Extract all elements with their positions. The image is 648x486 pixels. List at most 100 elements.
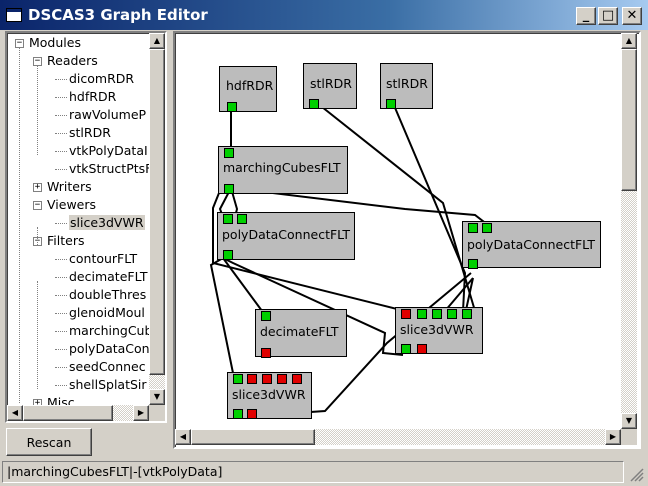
graph-node-sv1[interactable]: slice3dVWR (395, 307, 483, 354)
scroll-up-arrow-icon[interactable]: ▲ (149, 33, 165, 49)
output-port[interactable] (309, 99, 319, 109)
canvas-horizontal-scroll-thumb[interactable] (191, 429, 315, 445)
unconnected-port[interactable] (401, 309, 411, 319)
scroll-left-arrow-icon[interactable]: ◀ (175, 429, 191, 445)
maximize-button[interactable]: □ (598, 7, 618, 25)
graph-node-hdf[interactable]: hdfRDR (219, 66, 277, 112)
tree-item-decimateflt[interactable]: decimateFLT (69, 268, 147, 286)
scroll-down-arrow-icon[interactable]: ▼ (621, 413, 637, 429)
graph-node-mc[interactable]: marchingCubesFLT (218, 146, 348, 194)
graph-node-dec[interactable]: decimateFLT (255, 309, 347, 358)
input-port[interactable] (417, 309, 427, 319)
connection-wire (392, 102, 467, 312)
output-port[interactable] (233, 409, 243, 419)
unconnected-port[interactable] (277, 374, 287, 384)
output-port[interactable] (223, 250, 233, 260)
tree-group-misc[interactable]: Misc (47, 394, 75, 405)
tree-item-contourflt[interactable]: contourFLT (69, 250, 137, 268)
expand-plus-icon[interactable]: + (33, 399, 42, 405)
scroll-left-arrow-icon[interactable]: ◀ (7, 405, 23, 421)
tree-item-seedconnec[interactable]: seedConnec (69, 358, 146, 376)
scroll-right-arrow-icon[interactable]: ▶ (133, 405, 149, 421)
tree-group-filters[interactable]: Filters (47, 232, 84, 250)
output-port[interactable] (401, 344, 411, 354)
scroll-right-arrow-icon[interactable]: ▶ (605, 429, 621, 445)
input-port[interactable] (237, 214, 247, 224)
canvas-vertical-scroll-thumb[interactable] (621, 49, 637, 191)
tree-item-label: shellSplatSir (69, 377, 147, 392)
tree-item-vtkstructptsf[interactable]: vtkStructPtsF (69, 160, 149, 178)
input-port[interactable] (223, 214, 233, 224)
collapse-minus-icon[interactable]: − (33, 200, 42, 210)
tree-group-readers[interactable]: Readers (47, 52, 98, 70)
input-port[interactable] (261, 311, 271, 321)
graph-node-stl1[interactable]: stlRDR (303, 63, 357, 109)
unconnected-port[interactable] (247, 374, 257, 384)
unconnected-port[interactable] (292, 374, 302, 384)
canvas-horizontal-scrollbar[interactable]: ◀ ▶ (175, 429, 621, 445)
tree-item-label: Modules (29, 35, 81, 50)
tree-vertical-scroll-thumb[interactable] (149, 49, 165, 375)
tree-vertical-scrollbar[interactable]: ▲ ▼ (149, 33, 165, 405)
graph-node-stl2[interactable]: stlRDR (380, 63, 433, 109)
input-port[interactable] (447, 309, 457, 319)
tree-horizontal-scrollbar[interactable]: ◀ ▶ (7, 405, 149, 421)
graph-node-pdc1[interactable]: polyDataConnectFLT (217, 212, 355, 260)
tree-group-viewers[interactable]: Viewers (47, 196, 96, 214)
tree-item-label: decimateFLT (69, 269, 148, 284)
title-bar[interactable]: DSCAS3 Graph Editor _ □ ✕ (0, 0, 648, 30)
unconnected-port[interactable] (262, 374, 272, 384)
tree-group-modules[interactable]: Modules (29, 34, 81, 52)
tree-item-label: dicomRDR (69, 71, 135, 86)
tree-connector-line (55, 115, 67, 117)
close-button[interactable]: ✕ (622, 7, 642, 25)
tree-item-doublethres[interactable]: doubleThres (69, 286, 146, 304)
output-port[interactable] (224, 184, 234, 194)
tree-item-dicomrdr[interactable]: dicomRDR (69, 70, 134, 88)
scroll-down-arrow-icon[interactable]: ▼ (149, 389, 165, 405)
input-port[interactable] (233, 374, 243, 384)
tree-item-hdfrdr[interactable]: hdfRDR (69, 88, 116, 106)
scroll-up-arrow-icon[interactable]: ▲ (621, 33, 637, 49)
tree-item-stlrdr[interactable]: stlRDR (69, 124, 111, 142)
tree-item-slice3dvwr[interactable]: slice3dVWR (69, 214, 145, 232)
tree-connector-line (55, 223, 67, 225)
tree-item-marchingcub[interactable]: marchingCub (69, 322, 149, 340)
tree-item-rawvolumep[interactable]: rawVolumeP (69, 106, 146, 124)
tree-item-polydatacon[interactable]: polyDataCon (69, 340, 149, 358)
input-port[interactable] (482, 223, 492, 233)
expand-plus-icon[interactable]: + (33, 182, 42, 192)
input-port[interactable] (224, 148, 234, 158)
unconnected-port[interactable] (417, 344, 427, 354)
unconnected-port[interactable] (261, 348, 271, 358)
output-port[interactable] (386, 99, 396, 109)
node-label: marchingCubesFLT (223, 160, 341, 175)
connection-wire (230, 187, 489, 226)
input-port[interactable] (468, 223, 478, 233)
tree-item-shellsplatsir[interactable]: shellSplatSir (69, 376, 147, 394)
connection-wire (209, 257, 234, 374)
unconnected-port[interactable] (247, 409, 257, 419)
collapse-minus-icon[interactable]: − (15, 38, 24, 48)
canvas-vertical-scrollbar[interactable]: ▲ ▼ (621, 33, 637, 429)
graph-node-pdc2[interactable]: polyDataConnectFLT (462, 221, 601, 269)
graph-nodes-layer[interactable]: hdfRDR stlRDR stlRDR marchingCubesFLT polyDa… (175, 33, 621, 429)
tree-group-writers[interactable]: Writers (47, 178, 92, 196)
status-bar-text: |marchingCubesFLT|-[vtkPolyData] (2, 461, 624, 483)
graph-canvas-panel[interactable]: hdfRDR stlRDR stlRDR marchingCubesFLT polyDa… (173, 31, 641, 449)
tree-item-vtkpolydatai[interactable]: vtkPolyDataI (69, 142, 148, 160)
resize-grip-icon[interactable] (628, 466, 644, 482)
tree-item-label: marchingCub (69, 323, 149, 338)
rescan-button[interactable]: Rescan (6, 428, 92, 456)
tree-connector-line (55, 313, 67, 315)
tree-horizontal-scroll-thumb[interactable] (23, 405, 113, 421)
minimize-button[interactable]: _ (576, 7, 596, 25)
tree-item-glenoidmoul[interactable]: glenoidMoul (69, 304, 145, 322)
graph-node-sv2[interactable]: slice3dVWR (227, 372, 312, 419)
input-port[interactable] (462, 309, 472, 319)
input-port[interactable] (432, 309, 442, 319)
output-port[interactable] (468, 259, 478, 269)
output-port[interactable] (227, 102, 237, 112)
